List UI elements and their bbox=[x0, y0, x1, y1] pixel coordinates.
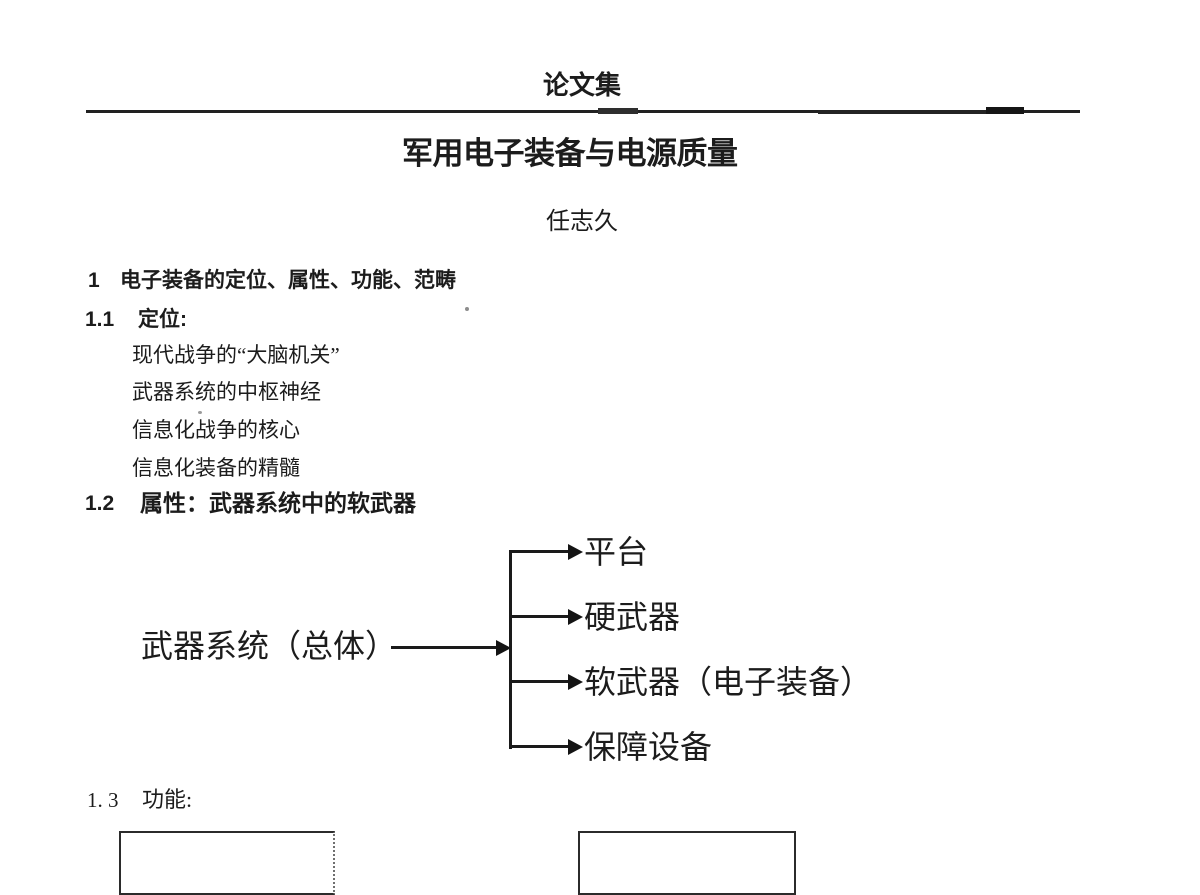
function-box-right bbox=[578, 831, 796, 895]
section-1-heading: 电子装备的定位、属性、功能、范畴 bbox=[120, 269, 456, 292]
tree-root-label: 武器系统（总体） bbox=[141, 628, 398, 664]
tree-branch-label: 硬武器 bbox=[584, 599, 681, 635]
tree-branch-label: 软武器（电子装备） bbox=[584, 664, 873, 700]
scanned-document-page: { "page": { "collection_header": "论文集", … bbox=[85, 70, 1080, 895]
collection-header: 论文集 bbox=[543, 70, 622, 100]
section-1-1-heading: 定位: bbox=[138, 308, 187, 331]
function-box-left bbox=[119, 831, 335, 895]
arrowhead-right-icon bbox=[496, 640, 511, 656]
tree-branch-connector bbox=[509, 745, 570, 748]
scan-speck bbox=[198, 411, 202, 414]
scan-mark-rule-mid bbox=[818, 110, 988, 114]
arrowhead-right-icon bbox=[568, 674, 583, 690]
section-1-3-heading: 功能: bbox=[142, 787, 193, 812]
list-item: 武器系统的中枢神经 bbox=[132, 380, 321, 404]
tree-branch-label: 保障设备 bbox=[584, 729, 713, 765]
section-1-2-heading: 属性：武器系统中的软武器 bbox=[140, 490, 416, 516]
arrowhead-right-icon bbox=[568, 739, 583, 755]
section-1-number: 1 bbox=[88, 269, 100, 292]
scan-mark-rule-right bbox=[986, 107, 1024, 114]
list-item: 信息化装备的精髓 bbox=[132, 456, 300, 480]
list-item: 现代战争的“大脑机关” bbox=[132, 343, 340, 367]
header-rule bbox=[86, 110, 1080, 113]
tree-branch-connector bbox=[509, 550, 570, 553]
tree-branch-connector bbox=[509, 615, 570, 618]
arrowhead-right-icon bbox=[568, 609, 583, 625]
section-1-1-number: 1.1 bbox=[85, 308, 115, 331]
tree-vertical-rail bbox=[509, 551, 512, 749]
tree-root-connector bbox=[391, 646, 497, 649]
author-name: 任志久 bbox=[546, 209, 618, 235]
tree-branch-connector bbox=[509, 680, 570, 683]
list-item: 信息化战争的核心 bbox=[132, 418, 300, 442]
scan-speck bbox=[465, 307, 469, 311]
tree-branch-label: 平台 bbox=[584, 534, 649, 570]
section-1-3-number: 1. 3 bbox=[87, 788, 119, 812]
arrowhead-right-icon bbox=[568, 544, 583, 560]
scan-mark-rule-left bbox=[598, 108, 638, 114]
page-title: 军用电子装备与电源质量 bbox=[402, 136, 738, 171]
section-1-2-number: 1.2 bbox=[85, 492, 115, 515]
